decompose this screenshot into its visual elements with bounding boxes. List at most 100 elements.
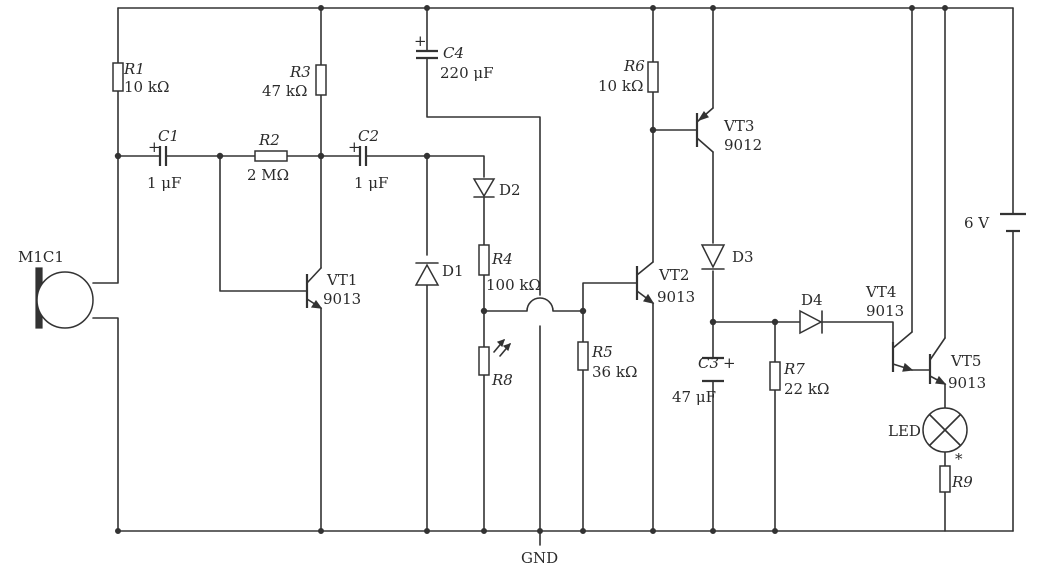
diode-d2: D2 (472, 178, 521, 199)
junction-dot (536, 527, 543, 534)
resistor-icon (647, 61, 659, 93)
junction-dot (908, 4, 915, 12)
r7-value-label: 22 kΩ (784, 380, 829, 398)
diode-icon (414, 263, 440, 286)
c2-ref-label: C2 (358, 127, 379, 145)
transistor-vt4: VT4 9013 (865, 283, 914, 372)
junctions (114, 4, 948, 534)
junction-dot (317, 152, 325, 160)
led-ref-label: LED (888, 422, 921, 440)
c1-ref-label: C1 (158, 127, 179, 145)
vt2-ref-label: VT2 (658, 266, 689, 284)
vt1-ref-label: VT1 (326, 271, 357, 289)
capacitor-c3: + C3 47 μF (672, 354, 736, 406)
resistor-r5: R5 36 kΩ (577, 341, 637, 381)
mic-ref-label: M1C1 (18, 248, 64, 266)
junction-dot (481, 527, 488, 534)
diode-icon (799, 309, 823, 335)
resistor-icon (254, 150, 288, 162)
vt4-part-label: 9013 (866, 302, 904, 320)
emitter-arrow-icon (643, 293, 655, 304)
c1-polarity-label: + (148, 138, 161, 156)
junction-dot (579, 527, 586, 534)
diode-d3: D3 (700, 244, 754, 270)
diode-icon (700, 244, 726, 269)
d1-ref-label: D1 (442, 262, 464, 280)
junction-dot (649, 527, 656, 534)
junction-dot (480, 307, 488, 315)
r6-value-label: 10 kΩ (598, 77, 643, 95)
transistor-vt3: VT3 9012 (695, 107, 762, 154)
vt3-ref-label: VT3 (723, 117, 754, 135)
resistor-icon (577, 341, 589, 371)
r1-ref-label: R1 (123, 60, 145, 78)
d4-ref-label: D4 (801, 291, 823, 309)
r3-ref-label: R3 (289, 63, 311, 81)
diode-icon (472, 178, 496, 198)
r9-note-label: * (955, 450, 963, 468)
resistor-icon (315, 64, 327, 96)
emitter-arrow-icon (697, 110, 710, 122)
resistor-r3: R3 47 kΩ (262, 63, 327, 100)
c2-polarity-label: + (348, 138, 361, 156)
junction-dot (216, 152, 224, 160)
transistor-vt5: VT5 9013 (928, 337, 986, 392)
resistor-icon (939, 465, 951, 493)
battery-voltage-label: 6 V (964, 214, 990, 232)
junction-dot (649, 126, 657, 134)
capacitor-c2: + C2 1 μF (348, 127, 388, 192)
junction-dot (579, 307, 587, 315)
junction-dot (114, 527, 121, 534)
resistor-r9: * R9 (939, 450, 973, 493)
resistor-r2: R2 2 MΩ (247, 131, 289, 184)
mic-icon (36, 271, 94, 329)
junction-dot (649, 4, 656, 12)
c4-value-label: 220 μF (440, 64, 494, 82)
junction-dot (114, 152, 122, 160)
capacitor-c4: + C4 220 μF (414, 32, 494, 82)
r4-ref-label: R4 (491, 250, 513, 268)
battery-6v: 6 V (964, 212, 1026, 233)
junction-dot (709, 318, 717, 326)
diode-d1: D1 (414, 262, 464, 286)
vt5-part-label: 9013 (948, 374, 986, 392)
junction-dot (423, 152, 431, 160)
resistor-icon (112, 62, 124, 92)
r1-value-label: 10 kΩ (124, 78, 169, 96)
r2-value-label: 2 MΩ (247, 166, 289, 184)
r7-ref-label: R7 (783, 360, 805, 378)
transistor-vt1: VT1 9013 (305, 267, 361, 309)
junction-dot (771, 318, 779, 326)
photoresistor-r8: R8 (478, 339, 513, 389)
lamp-cross-icon (928, 413, 962, 447)
d2-ref-label: D2 (499, 181, 521, 199)
emitter-arrow-icon (902, 362, 914, 372)
led-lamp: LED (888, 407, 968, 453)
junction-dot (318, 4, 325, 12)
junction-dot (771, 527, 778, 534)
vt4-ref-label: VT4 (865, 283, 896, 301)
vt5-ref-label: VT5 (950, 352, 981, 370)
ground-terminal: GND (521, 549, 558, 567)
resistor-icon (478, 244, 490, 276)
emitter-arrow-icon (310, 299, 323, 309)
capacitor-c1: + C1 1 μF (147, 127, 181, 192)
c2-value-label: 1 μF (354, 174, 388, 192)
transistor-collector-icon (306, 267, 322, 284)
microphone-m1c1: M1C1 (18, 248, 94, 329)
c4-ref-label: C4 (443, 44, 464, 62)
c1-value-label: 1 μF (147, 174, 181, 192)
light-arrowheads-icon (496, 339, 511, 352)
wiring (92, 7, 1014, 546)
transistor-collector-icon (929, 337, 946, 361)
emitter-arrow-icon (935, 375, 947, 385)
photoresistor-icon (478, 346, 490, 376)
r4-value-label: 100 kΩ (486, 276, 541, 294)
r2-ref-label: R2 (258, 131, 280, 149)
junction-dot (941, 4, 948, 12)
transistor-collector-icon (636, 261, 654, 276)
junction-dot (709, 527, 716, 534)
c3-value-label: 47 μF (672, 388, 716, 406)
transistor-collector-icon (892, 331, 913, 349)
